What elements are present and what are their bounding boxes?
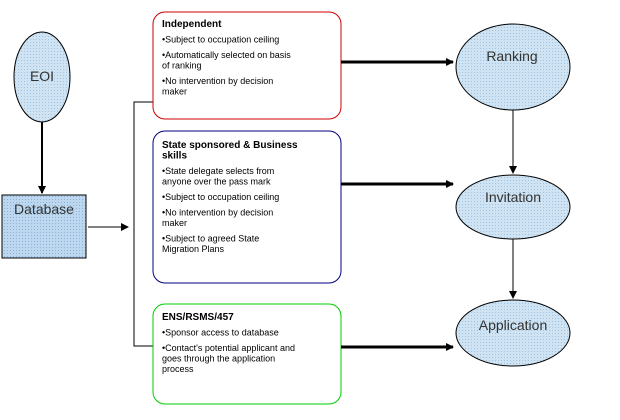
eoi-label: EOI xyxy=(30,68,54,84)
independent-bullet-line: •Subject to occupation ceiling xyxy=(162,35,279,45)
state-bullet-line: maker xyxy=(162,218,187,228)
application-ellipse xyxy=(455,299,571,367)
independent-bullet-line: maker xyxy=(162,87,187,97)
state-bullet-line: anyone over the pass mark xyxy=(162,177,271,187)
independent-bullet-line: of ranking xyxy=(162,61,202,71)
state-bullet-line: •State delegate selects from xyxy=(162,166,274,176)
state-title-line: State sponsored & Business xyxy=(162,140,298,151)
independent-title-line: Independent xyxy=(162,19,222,30)
invitation-label: Invitation xyxy=(485,189,541,205)
ranking-ellipse xyxy=(455,23,571,111)
state-bullet-line: •Subject to agreed State xyxy=(162,234,259,244)
eoi-node: EOI xyxy=(13,31,71,123)
ens-bullet-line: process xyxy=(162,364,194,374)
ens-title-line: ENS/RSMS/457 xyxy=(162,312,234,323)
independent-bullet-line: •No intervention by decision xyxy=(162,76,273,86)
state-bullet-line: Migration Plans xyxy=(162,244,225,254)
application-node: Application xyxy=(455,299,571,367)
independent-box-text: Independent •Subject to occupation ceilin… xyxy=(162,19,291,97)
ens-bullet-line: •Sponsor access to database xyxy=(162,328,279,338)
ens-box-border xyxy=(152,303,342,405)
independent-box: Independent •Subject to occupation ceilin… xyxy=(152,11,342,120)
database-node: Database xyxy=(1,194,87,259)
state-bullet-line: •Subject to occupation ceiling xyxy=(162,192,279,202)
independent-bullet-line: •Automatically selected on basis xyxy=(162,50,291,60)
ens-bullet-line: •Contact's potential applicant and xyxy=(162,343,295,353)
independent-box-border xyxy=(152,11,342,120)
database-label: Database xyxy=(14,201,74,217)
invitation-node: Invitation xyxy=(455,174,571,240)
ens-bullet-line: goes through the application xyxy=(162,354,275,364)
state-title-line: skills xyxy=(162,151,187,162)
database-rect xyxy=(1,194,87,259)
ens-box: ENS/RSMS/457 •Sponsor access to database •… xyxy=(152,303,342,405)
ens-box-text: ENS/RSMS/457 •Sponsor access to database •… xyxy=(162,312,295,374)
bracket-connector xyxy=(133,101,153,347)
state-box-border xyxy=(152,130,342,284)
ranking-node: Ranking xyxy=(455,23,571,111)
application-label: Application xyxy=(479,317,548,333)
invitation-ellipse xyxy=(455,174,571,240)
ranking-label: Ranking xyxy=(486,48,537,64)
state-bullet-line: •No intervention by decision xyxy=(162,208,273,218)
